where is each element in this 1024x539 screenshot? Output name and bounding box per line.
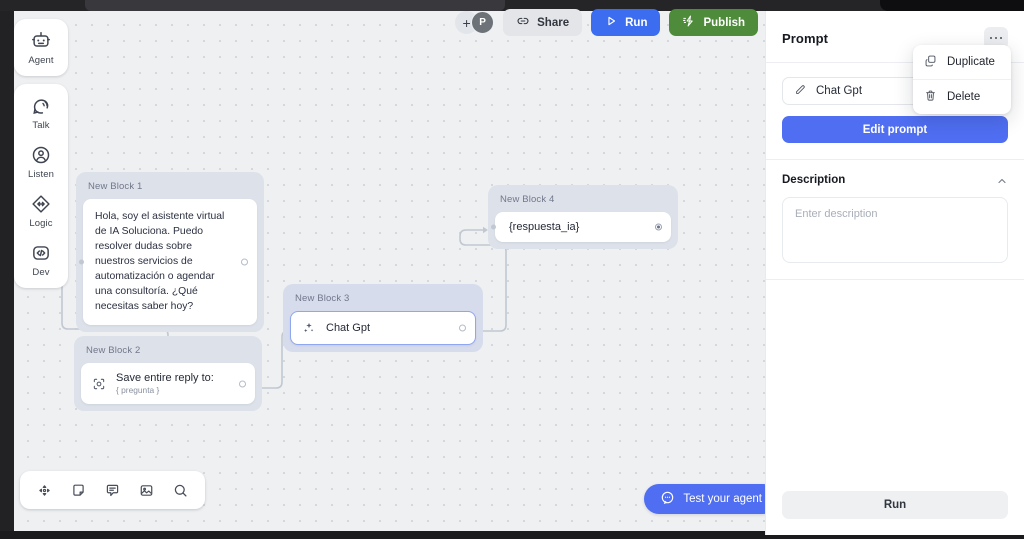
- menu-item-label: Delete: [947, 91, 981, 103]
- menu-item-duplicate[interactable]: Duplicate: [913, 45, 1011, 79]
- comment-icon[interactable]: [104, 482, 121, 499]
- sidebar-item-label: Agent: [28, 55, 54, 66]
- panel-header: Prompt: [766, 11, 1024, 63]
- node-message-text: Hola, soy el asistente virtual de IA Sol…: [95, 211, 225, 313]
- play-icon: [604, 14, 618, 31]
- block-new-block-3[interactable]: New Block 3 Chat Gpt: [283, 284, 483, 352]
- duplicate-icon: [924, 54, 937, 70]
- description-section: Description Enter description: [766, 160, 1024, 280]
- dot: [999, 36, 1003, 40]
- page-title: Prompt: [782, 30, 829, 46]
- bottom-gutter: [0, 531, 1024, 539]
- top-toolbar: + P Share Run: [455, 9, 758, 36]
- run-label: Run: [625, 16, 648, 29]
- panel-run-button[interactable]: Run: [782, 491, 1008, 519]
- tool-rail-group-agent: Agent: [14, 19, 68, 76]
- run-button[interactable]: Run: [591, 9, 661, 36]
- browser-window-controls[interactable]: [880, 0, 1024, 11]
- sidebar-item-agent[interactable]: Agent: [14, 23, 68, 72]
- node-response-label: {respuesta_ia}: [509, 221, 580, 233]
- test-your-agent-button[interactable]: Test your agent: [644, 484, 778, 514]
- speech-bubble-icon: [30, 95, 52, 117]
- context-menu: Duplicate Delete: [913, 45, 1011, 114]
- menu-item-label: Duplicate: [947, 56, 995, 68]
- sticky-note-icon[interactable]: [70, 482, 87, 499]
- sidebar-item-talk[interactable]: Talk: [14, 88, 68, 137]
- node-message[interactable]: Hola, soy el asistente virtual de IA Sol…: [79, 199, 257, 325]
- dot: [994, 36, 998, 40]
- description-header: Description: [782, 174, 1008, 197]
- trash-icon: [924, 89, 937, 105]
- node-chat-gpt-label: Chat Gpt: [326, 322, 371, 334]
- sidebar-item-logic[interactable]: Logic: [14, 186, 68, 235]
- node-output-port[interactable]: [655, 223, 662, 231]
- block-title: New Block 2: [86, 345, 141, 356]
- sidebar-item-label: Talk: [32, 120, 50, 131]
- canvas-bottom-toolbar: [20, 471, 205, 509]
- node-chat-gpt[interactable]: Chat Gpt: [290, 311, 476, 345]
- capture-target-icon: [92, 377, 106, 391]
- move-icon[interactable]: [36, 482, 53, 499]
- node-input-port[interactable]: [491, 224, 496, 230]
- chevron-up-icon[interactable]: [996, 174, 1008, 186]
- search-icon[interactable]: [172, 482, 189, 499]
- node-response-variable[interactable]: {respuesta_ia}: [491, 212, 671, 242]
- node-output-port[interactable]: [239, 380, 246, 387]
- sidebar-item-label: Dev: [32, 267, 50, 278]
- tool-rail-group-main: Talk Listen: [14, 84, 68, 288]
- menu-item-delete[interactable]: Delete: [913, 79, 1011, 114]
- node-save-reply[interactable]: Save entire reply to: { pregunta }: [81, 363, 255, 404]
- block-new-block-4[interactable]: New Block 4 {respuesta_ia}: [488, 185, 678, 249]
- publish-label: Publish: [703, 16, 745, 29]
- block-title: New Block 4: [500, 194, 555, 205]
- avatar[interactable]: P: [471, 11, 495, 34]
- image-icon[interactable]: [138, 482, 155, 499]
- test-your-agent-label: Test your agent: [683, 493, 762, 505]
- left-gutter: [0, 11, 14, 539]
- robot-icon: [30, 30, 52, 52]
- flow-canvas[interactable]: New Block 1 Hola, soy el asistente virtu…: [14, 11, 1024, 531]
- dot: [989, 36, 993, 40]
- browser-chrome-strip: [0, 0, 1024, 11]
- description-textarea[interactable]: Enter description: [782, 197, 1008, 263]
- code-icon: [30, 242, 52, 264]
- diamond-arrows-icon: [30, 193, 52, 215]
- block-title: New Block 1: [88, 181, 143, 192]
- block-title: New Block 3: [295, 293, 350, 304]
- node-save-variable: { pregunta }: [116, 385, 160, 395]
- edit-prompt-button[interactable]: Edit prompt: [782, 116, 1008, 143]
- node-output-port[interactable]: [459, 324, 466, 332]
- node-output-port[interactable]: [241, 258, 248, 266]
- sidebar-item-dev[interactable]: Dev: [14, 235, 68, 284]
- publish-bolt-icon: [682, 14, 696, 31]
- collaborator-avatars: + P: [455, 11, 495, 34]
- share-label: Share: [537, 16, 570, 29]
- node-save-title: Save entire reply to:: [116, 372, 214, 384]
- prompt-name-value: Chat Gpt: [816, 85, 863, 97]
- pencil-icon: [794, 83, 807, 99]
- tool-rail: Agent Talk: [14, 19, 68, 288]
- chat-icon: [660, 490, 675, 508]
- sidebar-item-label: Logic: [29, 218, 53, 229]
- node-save-label: Save entire reply to: { pregunta }: [116, 372, 214, 395]
- more-options-button[interactable]: [984, 27, 1008, 49]
- panel-footer: Run: [766, 491, 1024, 535]
- user-circle-icon: [30, 144, 52, 166]
- block-new-block-2[interactable]: New Block 2 Save entire reply to: { preg…: [74, 336, 262, 411]
- link-icon: [516, 14, 530, 31]
- sidebar-item-listen[interactable]: Listen: [14, 137, 68, 186]
- share-button[interactable]: Share: [503, 9, 583, 36]
- publish-button[interactable]: Publish: [669, 9, 758, 36]
- sparkles-icon: [302, 321, 316, 335]
- panel-spacer: [766, 280, 1024, 491]
- sidebar-item-label: Listen: [28, 169, 54, 180]
- browser-tab[interactable]: [85, 0, 505, 11]
- description-title: Description: [782, 174, 846, 186]
- node-input-port[interactable]: [79, 259, 84, 265]
- block-new-block-1[interactable]: New Block 1 Hola, soy el asistente virtu…: [76, 172, 264, 332]
